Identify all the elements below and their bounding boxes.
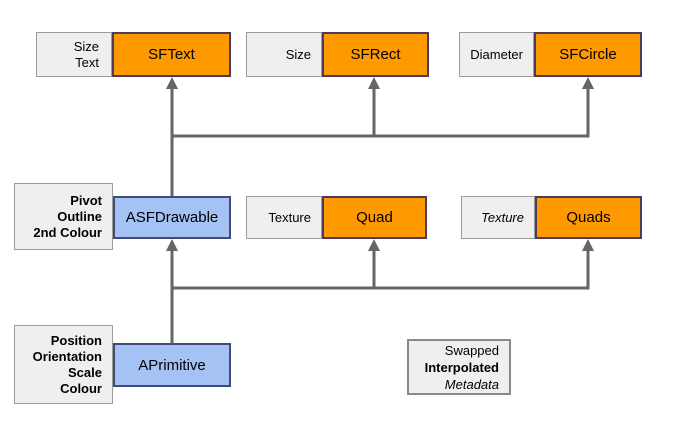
- attr-box-sfrect: Size: [246, 32, 322, 77]
- class-box-sftext: SFText: [112, 32, 231, 77]
- attr-line: Outline: [57, 208, 102, 224]
- attr-line: Orientation: [32, 348, 102, 364]
- attr-line: 2nd Colour: [33, 224, 102, 240]
- attr-line: Size: [285, 46, 311, 62]
- node-sfcircle: Diameter SFCircle: [459, 32, 642, 77]
- legend-item-swapped: Swapped: [444, 342, 499, 358]
- attr-box-asfdrawable: Pivot Outline 2nd Colour: [14, 183, 113, 250]
- node-quad: Texture Quad: [246, 196, 427, 239]
- arrows-primitive-subclasses: [166, 239, 594, 343]
- attr-box-aprimitive: Position Orientation Scale Colour: [14, 325, 113, 404]
- attr-box-sftext: Size Text: [36, 32, 112, 77]
- attr-box-quads: Texture: [461, 196, 535, 239]
- attr-line: Pivot: [70, 192, 102, 208]
- attr-line: Position: [50, 332, 102, 348]
- node-sfrect: Size SFRect: [246, 32, 429, 77]
- class-box-quad: Quad: [322, 196, 427, 239]
- class-box-sfrect: SFRect: [322, 32, 429, 77]
- attr-box-quad: Texture: [246, 196, 322, 239]
- arrows-drawable-subclasses: [166, 77, 594, 196]
- legend-box: Swapped Interpolated Metadata: [407, 339, 511, 395]
- class-box-aprimitive: APrimitive: [113, 343, 231, 387]
- attr-box-sfcircle: Diameter: [459, 32, 534, 77]
- attr-line: Texture: [481, 209, 524, 225]
- attr-line: Text: [75, 54, 99, 70]
- class-box-asfdrawable: ASFDrawable: [113, 196, 231, 239]
- node-quads: Texture Quads: [461, 196, 642, 239]
- attr-line: Scale: [68, 364, 102, 380]
- legend-item-metadata: Metadata: [444, 376, 499, 392]
- attr-line: Size: [73, 38, 99, 54]
- attr-line: Texture: [268, 209, 311, 225]
- class-box-quads: Quads: [535, 196, 642, 239]
- class-box-sfcircle: SFCircle: [534, 32, 642, 77]
- node-sftext: Size Text SFText: [36, 32, 231, 77]
- attr-line: Diameter: [470, 46, 523, 62]
- legend-item-interpolated: Interpolated: [424, 359, 499, 375]
- attr-line: Colour: [60, 380, 102, 396]
